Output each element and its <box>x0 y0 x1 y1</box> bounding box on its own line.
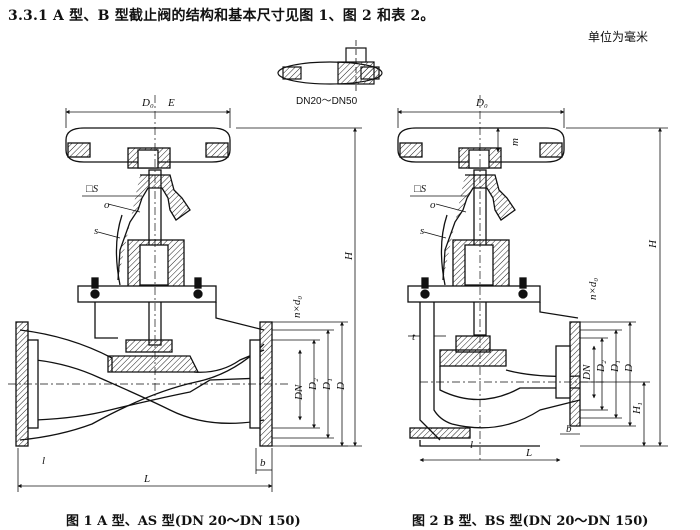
fig2-o-label: o <box>430 199 436 211</box>
figure1-drawing <box>8 95 362 492</box>
fig1-dn-label: DN <box>293 384 305 401</box>
fig1-e-label: E <box>167 97 175 109</box>
fig2-d0-label: D₀ <box>475 97 488 109</box>
fig1-b-label: b <box>260 457 266 469</box>
fig2-l-label: L <box>525 447 532 459</box>
unit-note: 单位为毫米 <box>588 30 649 44</box>
fig1-h-label: H <box>343 251 355 261</box>
fig2-h1-label: H₁ <box>631 402 643 415</box>
fig2-m-label: m <box>509 138 521 146</box>
fig2-nxd0-label: n×d₀ <box>587 278 599 300</box>
fig1-s-square-label: □S <box>86 183 99 195</box>
fig1-o-label: o <box>104 199 110 211</box>
fig2-s-square-label: □S <box>414 183 427 195</box>
fig2-d-label: D <box>623 364 635 373</box>
fig2-d1-label: D₁ <box>609 360 621 373</box>
fig1-d0-label: D₀ <box>141 97 154 109</box>
figure2-caption: 图 2 B 型、BS 型(DN 20～DN 150) <box>412 514 649 529</box>
section-heading: 3.3.1 A 型、B 型截止阀的结构和基本尺寸见图 1、图 2 和表 2。 <box>8 8 435 24</box>
detail-label: DN20～DN50 <box>296 96 358 107</box>
fig1-d1-label: D₁ <box>321 378 333 391</box>
fig1-l-small-label: l <box>42 455 45 467</box>
fig2-h-label: H <box>647 239 659 249</box>
fig2-dn-label: DN <box>581 364 593 381</box>
fig2-l-small-label: l <box>470 439 473 451</box>
fig2-b-label: b <box>566 423 572 435</box>
handwheel-detail: DN20～DN50 <box>277 40 383 107</box>
figure2-drawing <box>397 95 668 462</box>
fig1-l-label: L <box>143 473 150 485</box>
figure1-caption: 图 1 A 型、AS 型(DN 20～DN 150) <box>66 514 301 529</box>
fig2-s-label: s <box>420 225 424 237</box>
fig2-t-label: t <box>412 331 416 343</box>
fig1-s-label: s <box>94 225 98 237</box>
fig2-d2-label: D₂ <box>595 360 607 373</box>
fig1-nxd0-label: n×d₀ <box>291 296 303 318</box>
fig1-d-label: D <box>335 382 347 391</box>
fig1-d2-label: D₂ <box>307 378 319 391</box>
